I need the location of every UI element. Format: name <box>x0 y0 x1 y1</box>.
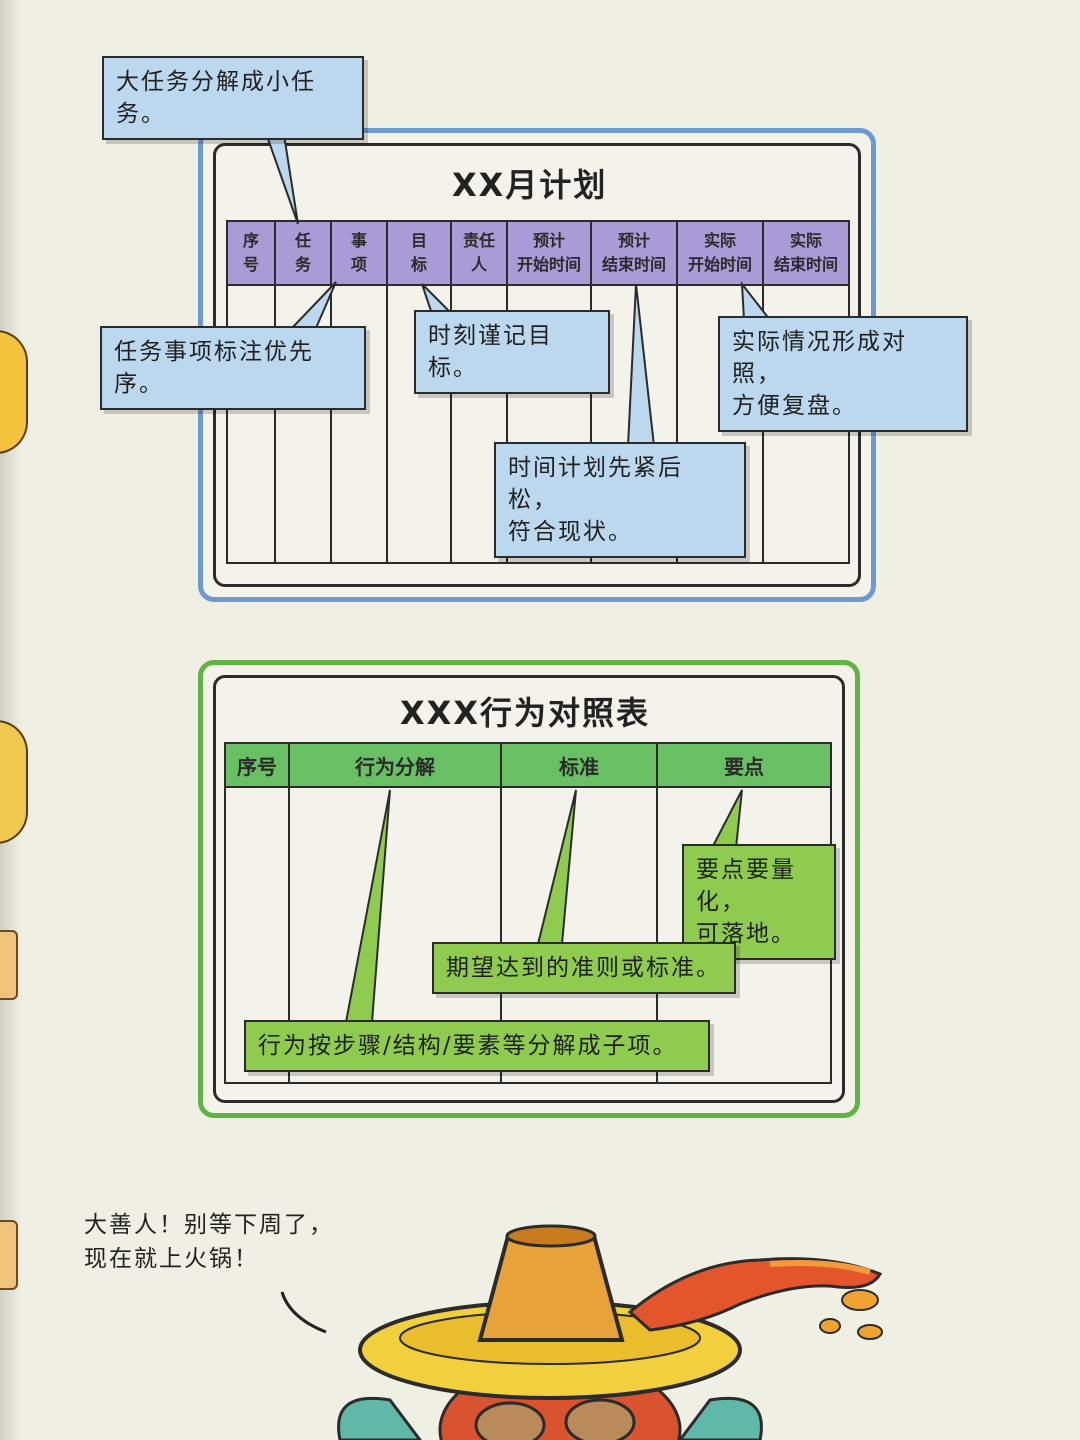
callout-breakdown: 行为按步骤/结构/要素等分解成子项。 <box>244 1020 710 1072</box>
behavior-header-cell: 标准 <box>502 744 658 788</box>
column-divider <box>330 286 332 562</box>
column-divider <box>288 788 290 1082</box>
callout-quantify: 要点要量化， 可落地。 <box>682 844 836 960</box>
facing-page-tab <box>0 1220 18 1290</box>
behavior-header-cell: 序号 <box>226 744 290 788</box>
behavior-table-title: XXX行为对照表 <box>400 694 651 732</box>
monthly-plan-header-cell: 预计结束时间 <box>592 222 678 286</box>
monthly-plan-header-cell: 预计开始时间 <box>508 222 592 286</box>
column-divider <box>386 286 388 562</box>
monthly-plan-title: XX月计划 <box>452 166 608 204</box>
callout-decompose: 大任务分解成小任务。 <box>102 56 364 140</box>
monthly-plan-header-cell: 序号 <box>228 222 276 286</box>
monthly-plan-header-cell: 事项 <box>332 222 388 286</box>
column-divider <box>676 286 678 562</box>
monthly-plan-header-cell: 责任人 <box>452 222 508 286</box>
behavior-header-cell: 要点 <box>658 744 830 788</box>
character-speech: 大善人！别等下周了， 现在就上火锅！ <box>84 1212 334 1272</box>
monthly-plan-header-cell: 实际开始时间 <box>678 222 764 286</box>
column-divider <box>590 286 592 562</box>
callout-timeline: 时间计划先紧后松， 符合现状。 <box>494 442 746 558</box>
callout-priority: 任务事项标注优先序。 <box>100 326 366 410</box>
column-divider <box>656 788 658 1082</box>
facing-page-tab <box>0 930 18 1000</box>
monthly-plan-header-cell: 目标 <box>388 222 452 286</box>
sombrero-character-illustration <box>280 1224 883 1440</box>
behavior-table-inner-border <box>213 675 845 1103</box>
behavior-header-cell: 行为分解 <box>290 744 502 788</box>
callout-compare: 实际情况形成对照， 方便复盘。 <box>718 316 968 432</box>
callout-standard: 期望达到的准则或标准。 <box>432 942 736 994</box>
monthly-plan-header-cell: 实际结束时间 <box>764 222 848 286</box>
column-divider <box>274 286 276 562</box>
callout-goal: 时刻谨记目标。 <box>414 310 610 394</box>
facing-page-character <box>0 720 28 844</box>
column-divider <box>500 788 502 1082</box>
monthly-plan-header-cell: 任务 <box>276 222 332 286</box>
column-divider <box>450 286 452 562</box>
monthly-plan-table: 序号 任务 事项 目标 责任人 预计开始时间 预计结束时间 实际开始时间 实际结… <box>226 220 850 564</box>
column-divider <box>506 286 508 562</box>
